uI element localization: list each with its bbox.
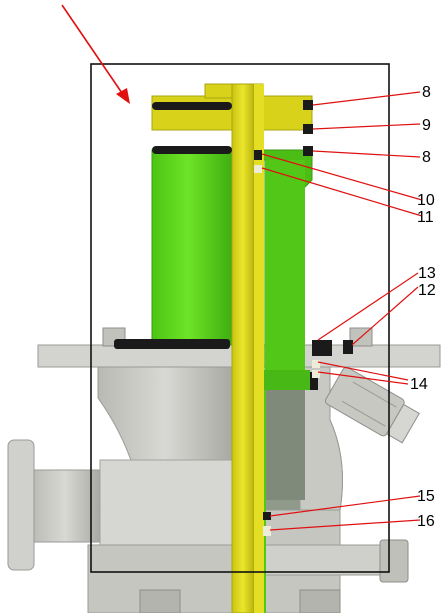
detail-frame bbox=[90, 63, 390, 573]
callout-15: 15 bbox=[417, 488, 435, 505]
direction-arrow bbox=[61, 4, 130, 104]
callout-12: 12 bbox=[418, 282, 436, 299]
leader-lines bbox=[261, 91, 423, 531]
callout-labels: 8 9 8 10 11 13 12 14 15 16 bbox=[410, 84, 436, 530]
callout-9: 9 bbox=[422, 117, 431, 134]
callout-10: 10 bbox=[417, 192, 435, 209]
callout-14: 14 bbox=[410, 376, 428, 393]
callout-16: 16 bbox=[417, 513, 435, 530]
callout-8-mid: 8 bbox=[422, 149, 431, 166]
green-piston-cylinder bbox=[114, 149, 313, 613]
valve-housing bbox=[7, 327, 441, 613]
callout-11: 11 bbox=[417, 209, 434, 226]
callout-8-top: 8 bbox=[422, 84, 431, 101]
callout-13: 13 bbox=[418, 265, 436, 282]
yellow-stem-and-cap bbox=[151, 83, 313, 613]
